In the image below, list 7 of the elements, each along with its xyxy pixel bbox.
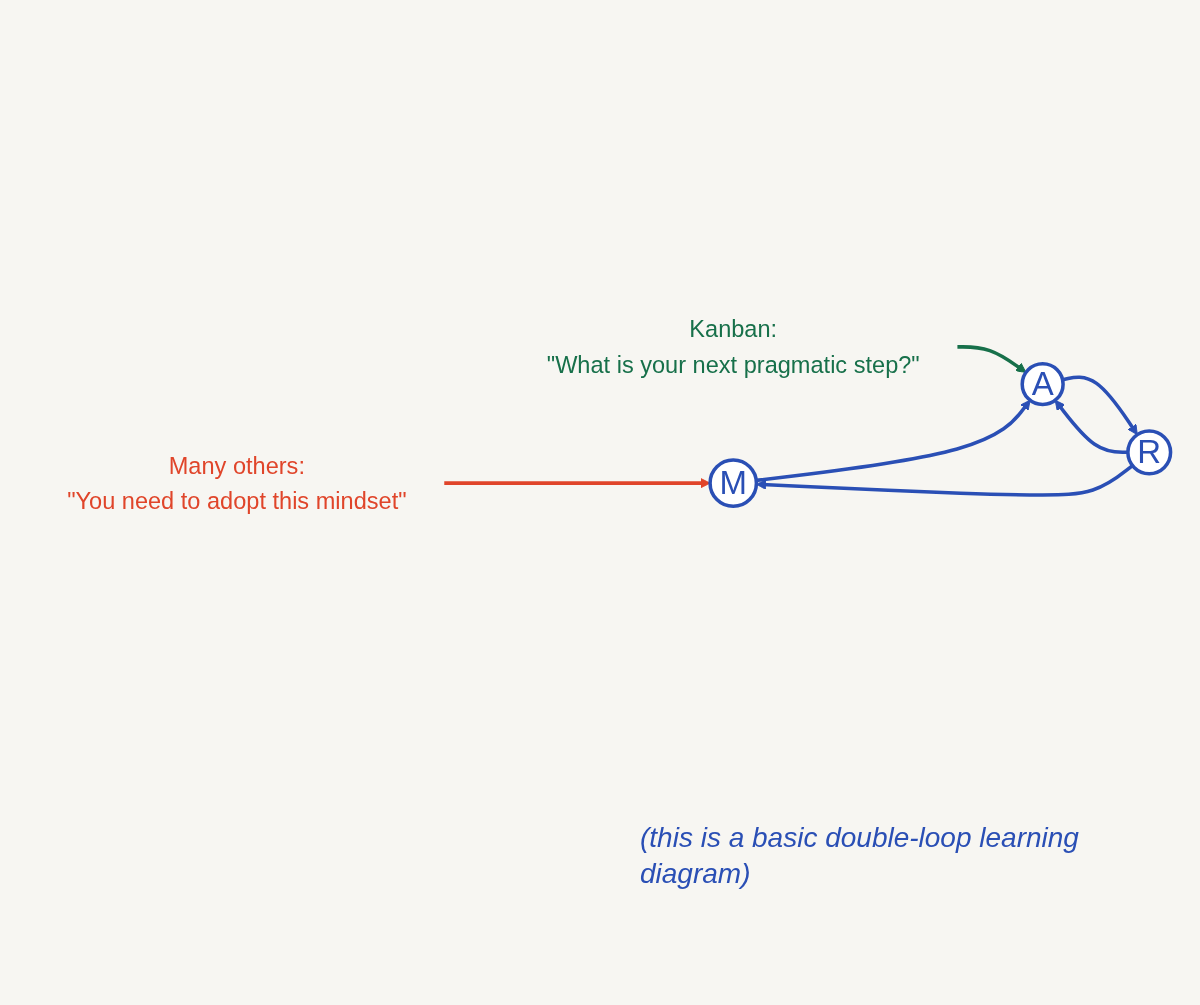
note-text: (this is a basic double-loop learning diagram) <box>640 821 1080 892</box>
node-circle: M <box>708 458 759 509</box>
arrow <box>957 345 1027 373</box>
node-circle: A <box>1020 361 1065 407</box>
node-text: Kanban: "What is your next pragmatic step?" <box>546 316 920 378</box>
node-text: Many others: "You need to adopt this mindset" <box>67 452 407 514</box>
node-circle: R <box>1126 429 1173 476</box>
